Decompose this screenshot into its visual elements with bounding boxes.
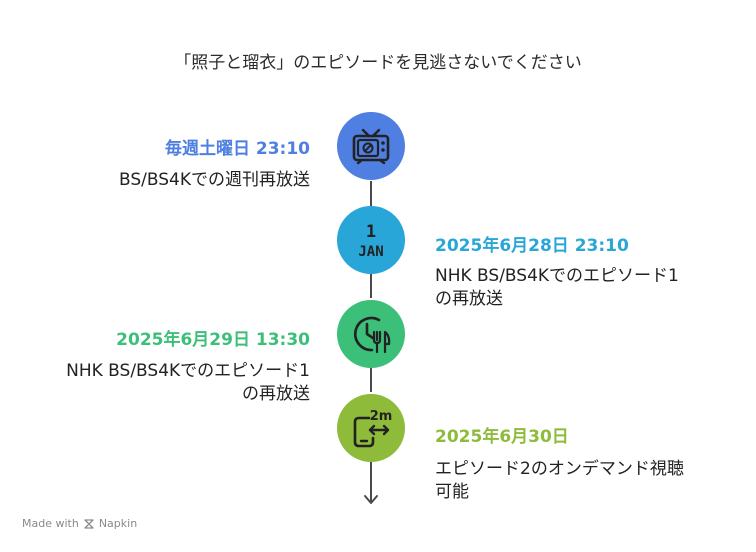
event-desc-june28: NHK BS/BS4Kでのエピソード1 の再放送: [435, 265, 679, 311]
timeline-connector: [370, 368, 372, 392]
timeline-connector: [370, 462, 372, 502]
event-date-june28: 2025年6月28日 23:10: [435, 236, 629, 256]
page-title: 「照子と瑠衣」のエピソードを見逃さないでください: [174, 53, 582, 73]
napkin-branding: Made with Napkin: [22, 517, 137, 530]
event-date-june30: 2025年6月30日: [435, 427, 569, 447]
phone-icon-label: 2m: [370, 409, 393, 424]
calendar-month: JAN: [358, 244, 383, 260]
event-desc-line: BS/BS4Kでの週刊再放送: [118, 170, 310, 190]
event-desc-line: の再放送: [242, 384, 310, 404]
arrow-down-icon: [364, 495, 378, 504]
event-desc-weekly: BS/BS4Kでの週刊再放送: [119, 169, 310, 192]
event-desc-line: NHK BS/BS4Kでのエピソード1: [435, 266, 679, 286]
event-desc-line: エピソード2のオンデマンド視聴: [435, 459, 684, 479]
calendar-icon: 1 JAN: [358, 222, 383, 260]
event-desc-line: NHK BS/BS4Kでのエピソード1: [66, 361, 310, 381]
brand-prefix: Made with: [22, 517, 79, 530]
event-desc-june29: NHK BS/BS4Kでのエピソード1 の再放送: [66, 360, 310, 406]
timeline-node-weekly: [337, 112, 405, 180]
event-desc-line: の再放送: [435, 289, 503, 309]
napkin-logo-icon: [84, 518, 94, 529]
clock-fork-icon: [353, 316, 391, 354]
phone-2m-icon: 2m: [353, 409, 393, 448]
brand-name: Napkin: [98, 517, 138, 530]
event-desc-june30: エピソード2のオンデマンド視聴 可能: [435, 458, 684, 504]
timeline-node-june30: 2m: [337, 394, 405, 462]
event-date-june29: 2025年6月29日 13:30: [116, 330, 310, 350]
event-desc-line: 可能: [435, 482, 469, 502]
tv-icon: [352, 128, 390, 165]
timeline-connector: [370, 181, 372, 206]
timeline-connector: [370, 274, 372, 298]
event-date-weekly: 毎週土曜日 23:10: [164, 139, 310, 159]
calendar-day: 1: [366, 222, 376, 242]
timeline-node-june29: [337, 300, 405, 368]
timeline-node-june28: 1 JAN: [337, 206, 405, 274]
